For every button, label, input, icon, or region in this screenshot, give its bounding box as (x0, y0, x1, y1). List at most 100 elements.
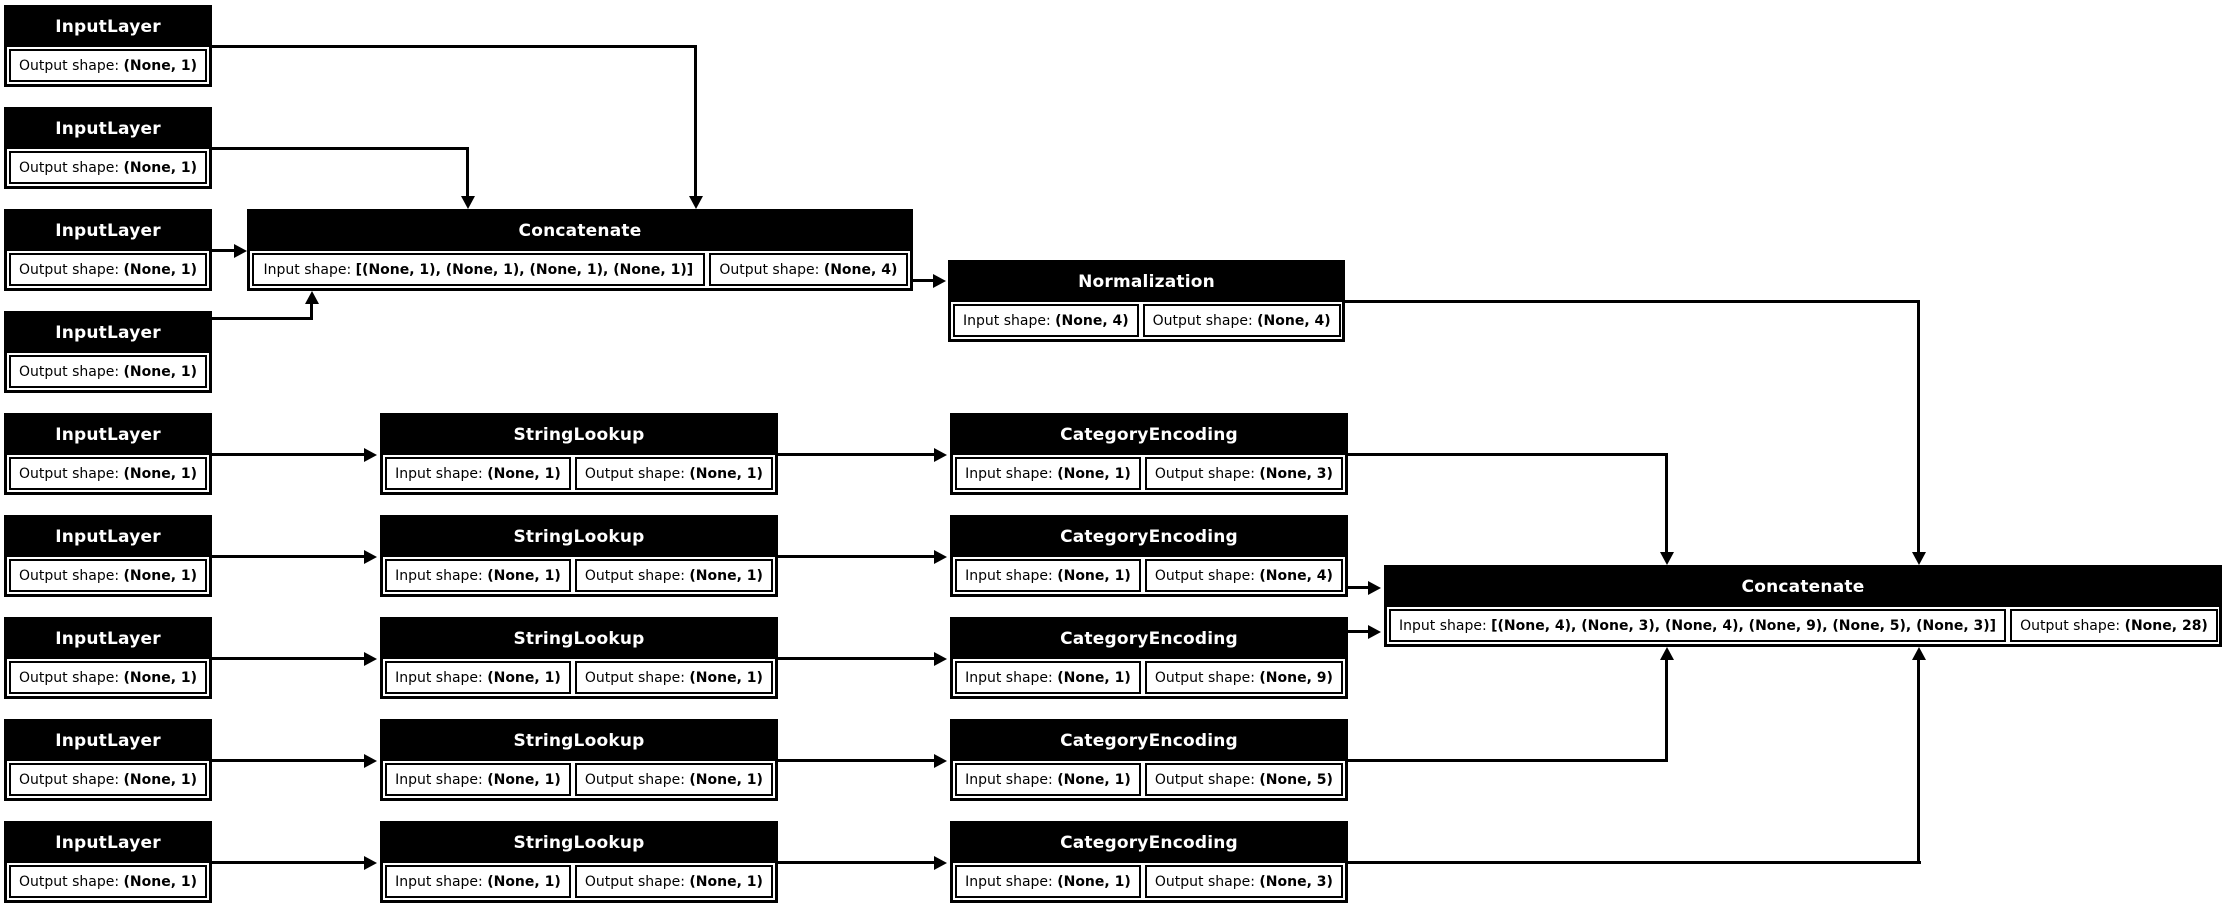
node-category-encoding-2[interactable]: CategoryEncoding Input shape: (None, 1) … (950, 515, 1348, 597)
node-string-lookup-1[interactable]: StringLookup Input shape: (None, 1) Outp… (380, 413, 778, 495)
output-shape-label: Output shape: (19, 465, 120, 482)
edge-lookup4-to-encoding-h (778, 759, 934, 762)
output-shape-cell: Output shape: (None, 1) (9, 151, 208, 184)
input-shape-cell: Input shape: [(None, 1), (None, 1), (Non… (252, 253, 705, 286)
output-shape-cell: Output shape: (None, 9) (1144, 661, 1343, 694)
node-shape-row: Output shape: (None, 1) (7, 659, 209, 696)
node-shape-row: Output shape: (None, 1) (7, 557, 209, 594)
input-shape-label: Input shape: (965, 873, 1053, 890)
node-string-lookup-5[interactable]: StringLookup Input shape: (None, 1) Outp… (380, 821, 778, 903)
edge-normalization-to-final-v (1917, 300, 1920, 552)
node-category-encoding-5[interactable]: CategoryEncoding Input shape: (None, 1) … (950, 821, 1348, 903)
node-input-layer-numeric-1[interactable]: InputLayer Output shape: (None, 1) (4, 5, 212, 87)
node-string-lookup-4[interactable]: StringLookup Input shape: (None, 1) Outp… (380, 719, 778, 801)
input-shape-label: Input shape: (965, 669, 1053, 686)
output-shape-cell: Output shape: (None, 1) (574, 865, 773, 898)
node-shape-row: Output shape: (None, 1) (7, 863, 209, 900)
output-shape-value: (None, 1) (123, 159, 198, 176)
edge-encoding3-to-final-h (1348, 630, 1370, 633)
input-shape-value: [(None, 4), (None, 3), (None, 4), (None,… (1491, 617, 1997, 634)
output-shape-cell: Output shape: (None, 1) (574, 559, 773, 592)
node-title: InputLayer (7, 722, 209, 761)
node-title: CategoryEncoding (953, 620, 1345, 659)
edge-input2-to-concat-h (212, 147, 469, 150)
input-shape-label: Input shape: (395, 873, 483, 890)
node-shape-row: Input shape: (None, 1) Output shape: (No… (953, 761, 1345, 798)
node-concatenate-final[interactable]: Concatenate Input shape: [(None, 4), (No… (1384, 565, 2222, 647)
node-input-layer-categorical-1[interactable]: InputLayer Output shape: (None, 1) (4, 413, 212, 495)
output-shape-value: (None, 1) (689, 771, 763, 788)
node-title: InputLayer (7, 518, 209, 557)
output-shape-cell: Output shape: (None, 1) (574, 661, 773, 694)
output-shape-label: Output shape: (19, 567, 120, 584)
node-title: StringLookup (383, 722, 775, 761)
node-concatenate-numeric[interactable]: Concatenate Input shape: [(None, 1), (No… (247, 209, 913, 291)
input-shape-value: [(None, 1), (None, 1), (None, 1), (None,… (355, 261, 694, 278)
edge-input1-to-concat-h (212, 45, 697, 48)
input-shape-cell: Input shape: (None, 1) (385, 763, 571, 796)
input-shape-label: Input shape: (395, 567, 483, 584)
node-category-encoding-4[interactable]: CategoryEncoding Input shape: (None, 1) … (950, 719, 1348, 801)
output-shape-label: Output shape: (1154, 771, 1255, 788)
edge-input3-arrowhead (234, 244, 247, 258)
edge-normalization-to-final-arrowhead (1912, 552, 1926, 565)
node-category-encoding-3[interactable]: CategoryEncoding Input shape: (None, 1) … (950, 617, 1348, 699)
node-title: InputLayer (7, 8, 209, 47)
node-input-layer-numeric-3[interactable]: InputLayer Output shape: (None, 1) (4, 209, 212, 291)
node-string-lookup-3[interactable]: StringLookup Input shape: (None, 1) Outp… (380, 617, 778, 699)
node-normalization[interactable]: Normalization Input shape: (None, 4) Out… (948, 260, 1345, 342)
node-title: InputLayer (7, 212, 209, 251)
edge-input-c3-to-lookup-h (212, 657, 364, 660)
node-shape-row: Input shape: (None, 1) Output shape: (No… (383, 761, 775, 798)
output-shape-label: Output shape: (584, 465, 685, 482)
output-shape-label: Output shape: (19, 669, 120, 686)
output-shape-label: Output shape: (1154, 873, 1255, 890)
node-input-layer-categorical-5[interactable]: InputLayer Output shape: (None, 1) (4, 821, 212, 903)
edge-input-c2-to-lookup-arrowhead (364, 550, 377, 564)
input-shape-label: Input shape: (395, 771, 483, 788)
node-title: InputLayer (7, 110, 209, 149)
node-input-layer-numeric-4[interactable]: InputLayer Output shape: (None, 1) (4, 311, 212, 393)
edge-lookup1-to-encoding-h (778, 453, 934, 456)
input-shape-value: (None, 4) (1055, 312, 1129, 329)
input-shape-cell: Input shape: [(None, 4), (None, 3), (Non… (1389, 609, 2007, 642)
node-shape-row: Input shape: (None, 1) Output shape: (No… (383, 863, 775, 900)
node-shape-row: Output shape: (None, 1) (7, 149, 209, 186)
input-shape-cell: Input shape: (None, 4) (953, 304, 1139, 337)
node-input-layer-numeric-2[interactable]: InputLayer Output shape: (None, 1) (4, 107, 212, 189)
node-title: InputLayer (7, 416, 209, 455)
node-input-layer-categorical-4[interactable]: InputLayer Output shape: (None, 1) (4, 719, 212, 801)
output-shape-label: Output shape: (2020, 617, 2121, 634)
node-shape-row: Input shape: [(None, 4), (None, 3), (Non… (1387, 607, 2219, 644)
output-shape-cell: Output shape: (None, 1) (9, 763, 208, 796)
output-shape-cell: Output shape: (None, 4) (1144, 559, 1343, 592)
edge-encoding3-to-final-arrowhead (1368, 625, 1381, 639)
output-shape-label: Output shape: (1154, 465, 1255, 482)
output-shape-cell: Output shape: (None, 1) (9, 559, 208, 592)
node-input-layer-categorical-3[interactable]: InputLayer Output shape: (None, 1) (4, 617, 212, 699)
node-title: StringLookup (383, 416, 775, 455)
edge-lookup2-to-encoding-h (778, 555, 934, 558)
node-shape-row: Output shape: (None, 1) (7, 47, 209, 84)
node-input-layer-categorical-2[interactable]: InputLayer Output shape: (None, 1) (4, 515, 212, 597)
input-shape-cell: Input shape: (None, 1) (955, 763, 1141, 796)
output-shape-value: (None, 3) (1259, 465, 1333, 482)
node-category-encoding-1[interactable]: CategoryEncoding Input shape: (None, 1) … (950, 413, 1348, 495)
edge-input-c2-to-lookup-h (212, 555, 364, 558)
node-shape-row: Input shape: (None, 1) Output shape: (No… (383, 557, 775, 594)
node-title: InputLayer (7, 620, 209, 659)
input-shape-value: (None, 1) (487, 465, 561, 482)
edge-normalization-to-final-h (1345, 300, 1920, 303)
output-shape-value: (None, 5) (1259, 771, 1333, 788)
node-string-lookup-2[interactable]: StringLookup Input shape: (None, 1) Outp… (380, 515, 778, 597)
output-shape-cell: Output shape: (None, 5) (1144, 763, 1343, 796)
node-shape-row: Input shape: (None, 4) Output shape: (No… (951, 302, 1342, 339)
node-shape-row: Output shape: (None, 1) (7, 353, 209, 390)
node-shape-row: Input shape: (None, 1) Output shape: (No… (383, 455, 775, 492)
output-shape-value: (None, 1) (123, 261, 198, 278)
node-title: InputLayer (7, 824, 209, 863)
input-shape-value: (None, 1) (1057, 771, 1131, 788)
input-shape-label: Input shape: (965, 567, 1053, 584)
edge-input-c4-to-lookup-h (212, 759, 364, 762)
edge-lookup5-to-encoding-arrowhead (934, 856, 947, 870)
